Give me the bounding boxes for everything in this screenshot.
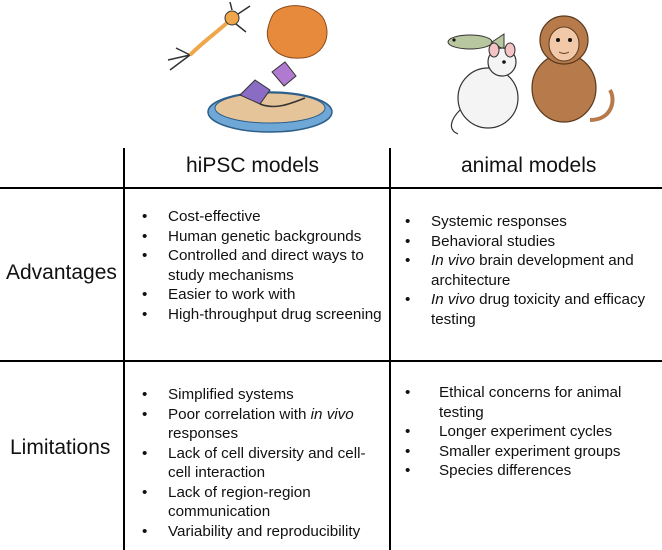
animal-illustration [447,15,615,135]
list-item: Lack of region-region communication [142,483,386,522]
list-item: In vivo brain development and architectu… [405,251,657,290]
italic-text: in vivo [310,405,354,423]
mouse-icon [450,42,519,135]
italic-text: In vivo [431,252,475,269]
list-item: Lack of cell diversity and cell-cell int… [142,444,386,483]
organoid-icon [266,5,328,59]
text: responses [168,425,239,442]
zebrafish-icon [447,33,505,51]
row-divider-middle [0,360,662,362]
monkey-icon [531,15,615,123]
advantages-animal-list: Systemic responses Behavioral studies In… [405,212,657,329]
list-item: Smaller experiment groups [405,442,657,462]
hipsc-illustration [167,1,333,133]
petri-dish-icon [207,61,333,133]
list-item: Longer experiment cycles [405,422,657,442]
row-header-advantages: Advantages [6,261,117,284]
list-item: Systemic responses [405,212,657,232]
column-header-animal: animal models [461,154,597,177]
row-divider-header [0,187,662,189]
limitations-hipsc-list: Simplified systems Poor correlation with… [142,385,386,541]
neuron-icon [167,1,251,71]
list-item: Cost-effective [142,207,382,227]
text: drug toxicity and efficacy testing [431,291,646,328]
italic-text: In vivo [431,291,475,308]
list-item: Behavioral studies [405,232,657,252]
list-item: Ethical concerns for animal testing [405,383,657,422]
column-divider-1 [123,148,125,550]
column-divider-2 [389,148,391,550]
text: Poor correlation with [168,405,311,423]
list-item: Easier to work with [142,285,382,305]
list-item: Poor correlation with in vivo responses [142,405,386,444]
list-item: In vivo drug toxicity and efficacy testi… [405,290,657,329]
advantages-hipsc-list: Cost-effective Human genetic backgrounds… [142,207,382,324]
limitations-animal-list: Ethical concerns for animal testing Long… [405,383,657,481]
text: brain development and architecture [431,252,634,289]
list-item: Controlled and direct ways to study mech… [142,246,382,285]
list-item: Human genetic backgrounds [142,227,382,247]
list-item: Variability and reproducibility [142,522,386,542]
list-item: Simplified systems [142,385,386,405]
list-item: High-throughput drug screening [142,305,382,325]
list-item: Species differences [405,461,657,481]
row-header-limitations: Limitations [10,436,111,459]
column-header-hipsc: hiPSC models [186,154,320,177]
